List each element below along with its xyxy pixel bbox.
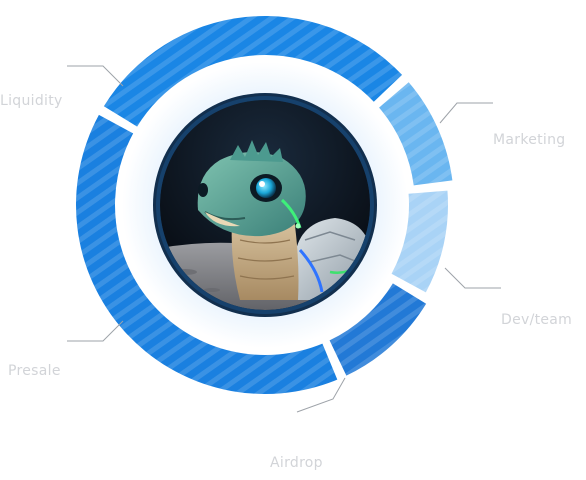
slice-dev-team: [391, 190, 448, 293]
legend-label-presale: Presale: [8, 363, 61, 379]
leader-line-presale: [67, 320, 124, 342]
leader-line-dev-team: [444, 267, 501, 289]
leader-line-airdrop: [296, 377, 346, 413]
donut-ring: [76, 15, 453, 394]
leader-lines: [67, 65, 501, 413]
legend-label-marketing: Marketing: [493, 132, 566, 148]
legend-label-liquidity: Liquidity: [0, 93, 63, 109]
slice-airdrop: [329, 283, 427, 376]
slice-presale: [76, 114, 338, 394]
legend-label-airdrop: Airdrop: [270, 455, 323, 471]
legend-label-dev-team: Dev/team: [501, 312, 573, 328]
slice-marketing: [379, 82, 453, 186]
leader-line-liquidity: [67, 65, 124, 87]
slice-liquidity: [103, 15, 403, 127]
leader-line-marketing: [439, 102, 493, 124]
turtle-mascot-image: [153, 93, 377, 317]
